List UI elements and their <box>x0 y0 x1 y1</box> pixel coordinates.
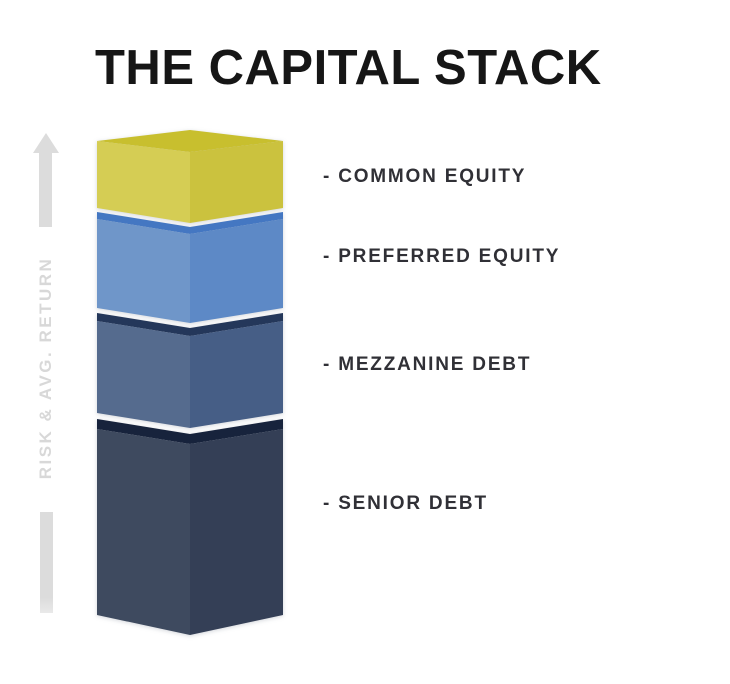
preferred-equity-left-face <box>97 219 190 323</box>
page-title: THE CAPITAL STACK <box>95 41 602 95</box>
layer-preferred-equity <box>97 212 283 323</box>
label-preferred-equity: - PREFERRED EQUITY <box>323 246 561 267</box>
senior-debt-left-face <box>97 429 190 635</box>
layer-mezzanine-debt <box>97 313 283 428</box>
preferred-equity-right-face <box>190 219 283 323</box>
preferred-equity-top-face <box>97 212 283 234</box>
layer-senior-debt <box>97 419 283 635</box>
label-mezzanine-debt: - MEZZANINE DEBT <box>323 354 532 375</box>
mezzanine-debt-top-face <box>97 313 283 336</box>
mezzanine-debt-right-face <box>190 321 283 428</box>
label-common-equity: - COMMON EQUITY <box>323 166 527 187</box>
label-senior-debt: - SENIOR DEBT <box>323 493 488 514</box>
mezzanine-debt-left-face <box>97 321 190 428</box>
up-arrow-icon <box>33 133 59 153</box>
layer-common-equity <box>97 130 283 223</box>
up-arrow-shaft <box>39 152 52 227</box>
senior-debt-right-face <box>190 429 283 635</box>
axis-bottom-bar <box>40 512 53 613</box>
common-equity-right-face <box>190 141 283 223</box>
senior-debt-top-face <box>97 419 283 444</box>
common-equity-left-face <box>97 141 190 223</box>
